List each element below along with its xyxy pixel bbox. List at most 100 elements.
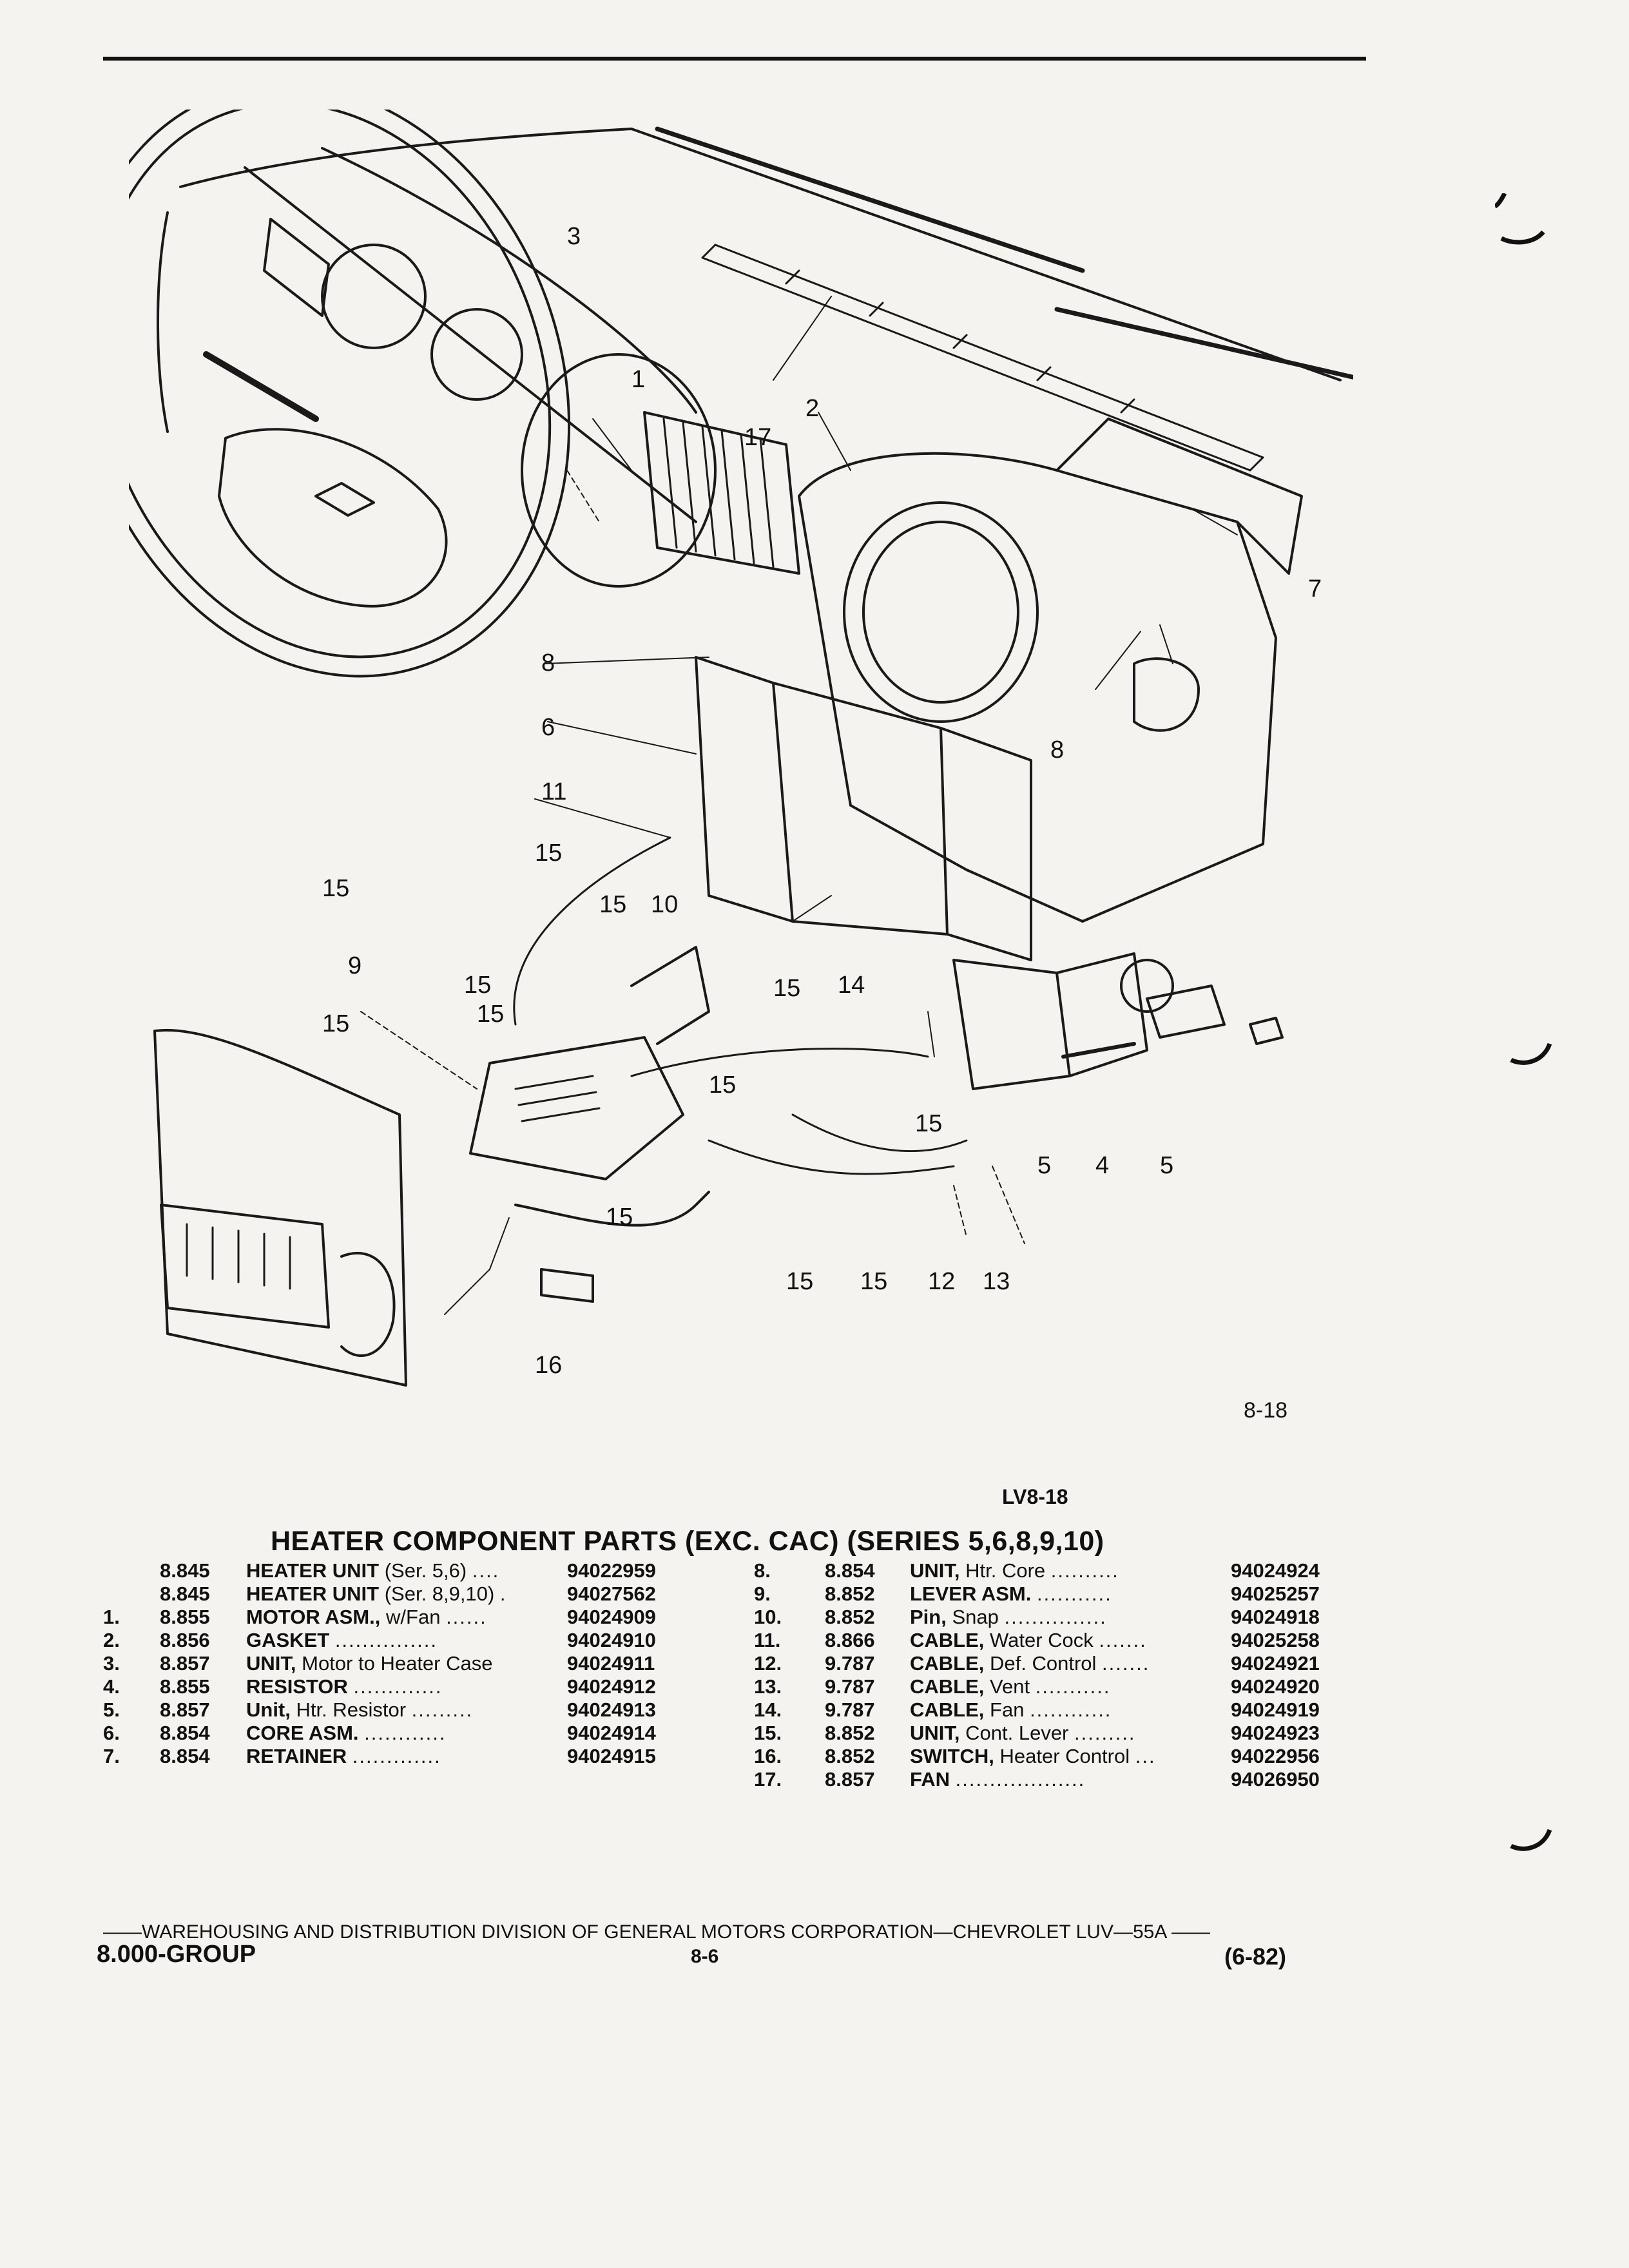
callout-3: 3 [567, 223, 581, 250]
footer-page-number: 8-6 [691, 1946, 719, 1967]
part-group: 8.852 [825, 1582, 875, 1605]
part-name: CABLE, Vent ........... [910, 1675, 1111, 1698]
callout-17: 17 [744, 424, 772, 451]
part-row: 8. 8.854 UNIT, Htr. Core .......... 9402492… [741, 1559, 1353, 1582]
part-leader-dots: ....... [1102, 1652, 1150, 1675]
top-rule [103, 57, 1366, 61]
part-index: 16. [754, 1745, 782, 1767]
part-description: Def. Control [990, 1652, 1097, 1675]
part-number: 94024910 [567, 1629, 656, 1651]
part-index: 7. [103, 1745, 120, 1767]
part-description: Snap [952, 1606, 999, 1628]
part-name: RETAINER ............. [246, 1745, 441, 1767]
part-index: 2. [103, 1629, 120, 1651]
part-index: 5. [103, 1698, 120, 1721]
callout-15i: 15 [606, 1204, 633, 1231]
part-name: HEATER UNIT (Ser. 5,6) .... [246, 1559, 500, 1582]
part-number: 94024924 [1231, 1559, 1320, 1582]
part-index: 12. [754, 1652, 782, 1675]
heater-illustration [129, 110, 1353, 1387]
callout-15g: 15 [709, 1072, 737, 1099]
part-description: Htr. Core [965, 1559, 1046, 1582]
part-group: 8.857 [160, 1698, 210, 1721]
callout-7: 7 [1308, 575, 1322, 602]
part-description: Water Cock [990, 1629, 1094, 1651]
part-number: 94024913 [567, 1698, 656, 1721]
part-leader-dots: ...... [446, 1606, 487, 1628]
part-description: Fan [990, 1698, 1025, 1721]
callout-8a: 8 [541, 649, 555, 677]
part-name: CABLE, Water Cock ....... [910, 1629, 1147, 1651]
callout-15f: 15 [322, 1010, 350, 1037]
callout-15a: 15 [322, 875, 350, 902]
part-name: Unit, Htr. Resistor ......... [246, 1698, 474, 1721]
part-group: 8.852 [825, 1745, 875, 1767]
part-group: 8.856 [160, 1629, 210, 1651]
part-index: 15. [754, 1722, 782, 1744]
callout-15d: 15 [464, 972, 492, 999]
margin-mark-3 [1510, 1829, 1552, 1851]
part-group: 9.787 [825, 1698, 875, 1721]
part-index: 8. [754, 1559, 771, 1582]
part-leader-dots: ......... [411, 1698, 474, 1721]
callout-15e: 15 [773, 975, 801, 1002]
part-name: LEVER ASM. ........... [910, 1582, 1112, 1605]
part-name: GASKET ............... [246, 1629, 438, 1651]
part-name: RESISTOR ............. [246, 1675, 443, 1698]
part-name: UNIT, Htr. Core .......... [910, 1559, 1119, 1582]
part-group: 9.787 [825, 1675, 875, 1698]
part-number: 94024912 [567, 1675, 656, 1698]
part-number: 94024909 [567, 1606, 656, 1628]
part-number: 94027562 [567, 1582, 656, 1605]
part-leader-dots: ............. [353, 1675, 443, 1698]
callout-16: 16 [535, 1352, 563, 1379]
part-group: 9.787 [825, 1652, 875, 1675]
part-number: 94024918 [1231, 1606, 1320, 1628]
part-group: 8.852 [825, 1606, 875, 1628]
part-description: w/Fan [386, 1606, 441, 1628]
part-number: 94024914 [567, 1722, 656, 1744]
part-leader-dots: ........... [1035, 1675, 1111, 1698]
part-number: 94024915 [567, 1745, 656, 1767]
part-leader-dots: ............... [1004, 1606, 1107, 1628]
part-name: Pin, Snap ............... [910, 1606, 1107, 1628]
callout-6: 6 [541, 714, 555, 741]
part-index: 3. [103, 1652, 120, 1675]
part-number: 94024921 [1231, 1652, 1320, 1675]
part-group: 8.852 [825, 1722, 875, 1744]
callout-10: 10 [651, 891, 679, 918]
part-index: 6. [103, 1722, 120, 1744]
part-group: 8.845 [160, 1582, 210, 1605]
page-title: HEATER COMPONENT PARTS (EXC. CAC) (SERIE… [271, 1526, 1104, 1557]
callout-12: 12 [928, 1268, 956, 1295]
part-number: 94024920 [1231, 1675, 1320, 1698]
part-leader-dots: ............... [334, 1629, 438, 1651]
part-number: 94024911 [567, 1652, 655, 1675]
part-number: 94026950 [1231, 1768, 1320, 1791]
part-name: UNIT, Motor to Heater Case [246, 1652, 493, 1675]
figure-code: LV8-18 [1002, 1485, 1068, 1508]
part-group: 8.845 [160, 1559, 210, 1582]
parts-list-right: 8. 8.854 UNIT, Htr. Core .......... 9402492… [741, 1559, 1353, 1791]
part-group: 8.857 [160, 1652, 210, 1675]
part-leader-dots: ............. [352, 1745, 441, 1767]
part-leader-dots: ........... [1036, 1582, 1112, 1605]
callout-15k: 15 [860, 1268, 888, 1295]
part-group: 8.855 [160, 1606, 210, 1628]
callout-4: 4 [1095, 1152, 1110, 1179]
callout-15l: 15 [477, 1001, 505, 1028]
part-name: FAN ................... [910, 1768, 1086, 1791]
part-name: UNIT, Cont. Lever ......... [910, 1722, 1136, 1744]
part-group: 8.854 [825, 1559, 875, 1582]
